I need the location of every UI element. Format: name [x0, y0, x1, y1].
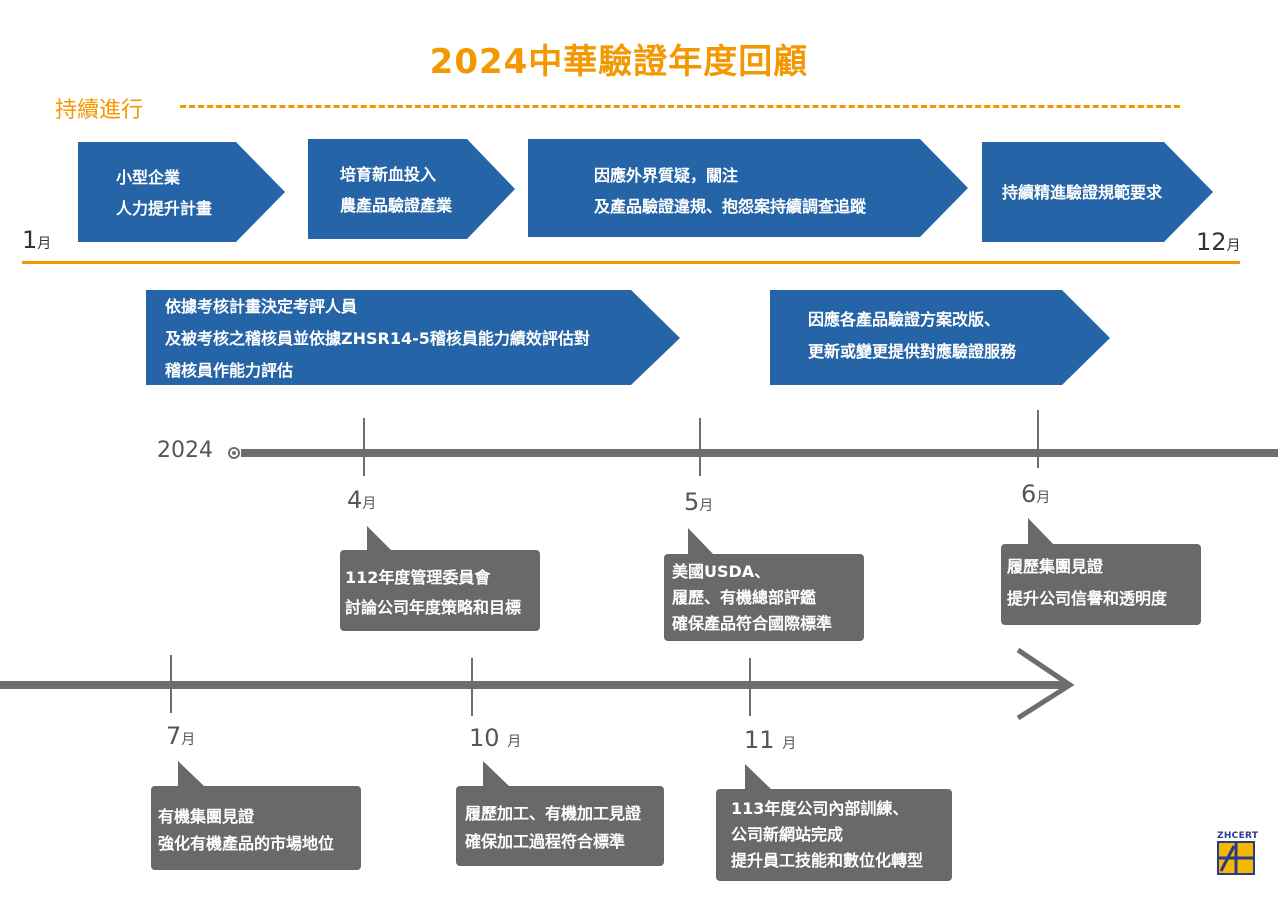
top-arrow-4 [982, 142, 1213, 242]
month-label-11: 11 月 [744, 726, 797, 754]
mid-arrow-2 [770, 290, 1110, 385]
ongoing-dashed-line [180, 105, 1180, 108]
callout-pointer-10 [483, 761, 510, 787]
mid-arrow-2-text: 因應各產品驗證方案改版、更新或變更提供對應驗證服務 [808, 310, 1017, 361]
mid-arrow-1 [146, 290, 680, 385]
zhcert-logo: ZHCERT [1217, 831, 1259, 879]
callout-box-5 [664, 554, 864, 641]
lower-timeline-arrowhead [1016, 647, 1075, 721]
month-label-6: 6月 [1021, 480, 1051, 508]
top-arrow-2 [308, 139, 515, 239]
callout-text-7: 有機集團見證強化有機產品的市場地位 [158, 807, 335, 853]
logo-mark-icon [1217, 841, 1255, 875]
month-label-4: 4月 [347, 486, 377, 514]
callout-box-4 [340, 550, 540, 631]
callout-text-4: 112年度管理委員會討論公司年度策略和目標 [345, 568, 522, 617]
mid-arrow-1-text: 依據考核計畫決定考評人員及被考核之稽核員並依據ZHSR14-5稽核員能力績效評估… [165, 297, 590, 380]
callout-box-6 [1001, 544, 1201, 625]
month-label-10: 10 月 [469, 724, 522, 752]
month-label-7: 7月 [166, 722, 196, 750]
range-start-label: 1月 [22, 226, 52, 254]
top-arrow-1 [78, 142, 285, 242]
callout-pointer-5 [688, 528, 714, 555]
callout-text-6: 履歷集團見證提升公司信譽和透明度 [1007, 557, 1168, 608]
callout-text-10: 履歷加工、有機加工見證確保加工過程符合標準 [465, 804, 642, 851]
callout-box-7 [151, 786, 361, 870]
callout-box-10 [456, 786, 664, 866]
ongoing-label: 持續進行 [55, 98, 144, 123]
page-title: 2024中華驗證年度回顧 [429, 42, 809, 82]
callout-box-11 [716, 789, 952, 881]
top-arrow-1-text: 小型企業人力提升計畫 [116, 168, 213, 218]
callout-pointer-4 [367, 526, 392, 551]
top-arrow-3-text: 因應外界質疑，關注及產品驗證違規、抱怨案持續調查追蹤 [594, 166, 867, 216]
range-end-label: 12月 [1196, 228, 1241, 256]
timeline-year-label: 2024 [157, 438, 213, 463]
logo-text: ZHCERT [1217, 831, 1259, 841]
callout-text-5: 美國USDA、履歷、有機總部評鑑確保產品符合國際標準 [672, 562, 833, 633]
callout-pointer-6 [1028, 518, 1054, 545]
month-label-5: 5月 [684, 488, 714, 516]
callout-pointer-11 [745, 764, 772, 790]
top-arrow-2-text: 培育新血投入農產品驗證產業 [340, 165, 453, 215]
callout-pointer-7 [178, 761, 205, 787]
callout-text-11: 113年度公司內部訓練、公司新網站完成提升員工技能和數位化轉型 [731, 799, 924, 870]
top-arrow-4-text: 持續精進驗證規範要求 [1002, 183, 1163, 202]
top-arrow-3 [528, 139, 968, 237]
annual-range-line [22, 261, 1240, 264]
